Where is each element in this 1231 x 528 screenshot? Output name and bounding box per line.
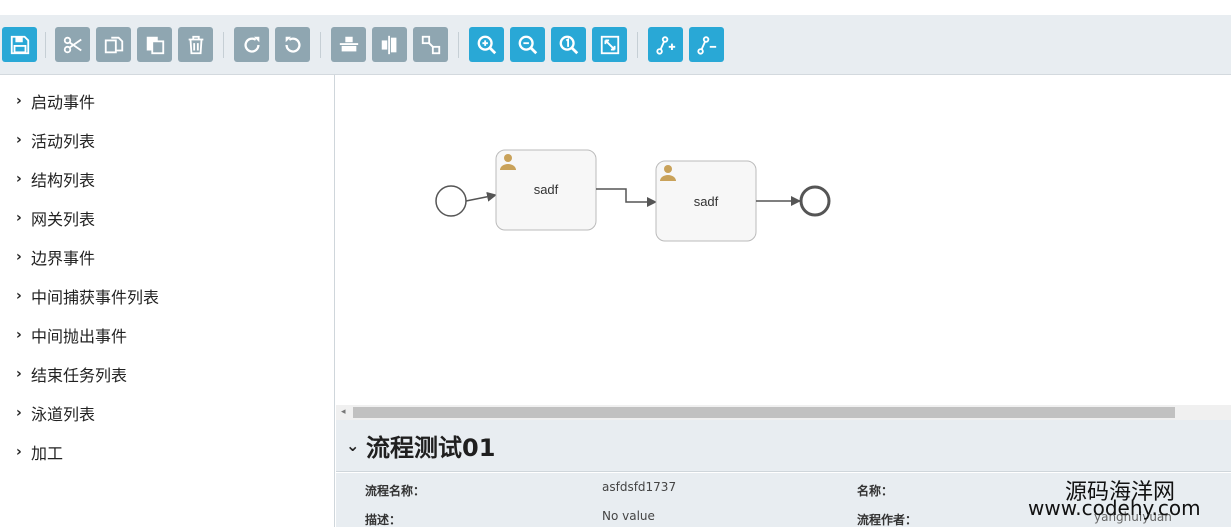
chevron-right-icon: ›	[16, 249, 22, 265]
toolbar-separator	[320, 32, 321, 58]
palette-processing[interactable]: › 加工	[16, 440, 63, 464]
chevron-right-icon: ›	[16, 93, 22, 109]
toolbar-separator	[458, 32, 459, 58]
zoom-out-icon	[518, 35, 537, 54]
palette-intermediate-throw-events[interactable]: › 中间抛出事件	[16, 323, 127, 347]
task-label: sadf	[694, 194, 719, 209]
palette-item-label: 中间抛出事件	[31, 327, 128, 346]
author-value[interactable]: yanghuiyuan	[1094, 510, 1172, 524]
remove-bendpoint-button[interactable]	[689, 27, 724, 62]
align-vertical-icon	[381, 35, 396, 54]
properties-panel: ⌄ 流程测试01 流程名称： asfdsfd1737 名称： 描述： No va…	[336, 420, 1231, 527]
sequence-flow[interactable]	[596, 188, 657, 207]
watermark-title: 源码海洋网	[1065, 480, 1176, 505]
redo-icon	[243, 36, 260, 53]
start-event[interactable]	[435, 185, 467, 217]
fit-icon	[600, 35, 619, 54]
description-label: 描述：	[365, 513, 402, 527]
zoom-fit-button[interactable]	[592, 27, 627, 62]
redo-button[interactable]	[234, 27, 269, 62]
name-label: 名称：	[857, 484, 894, 498]
palette-swimlanes[interactable]: › 泳道列表	[16, 401, 95, 425]
copy-button[interactable]	[96, 27, 131, 62]
chevron-right-icon: ›	[16, 288, 22, 304]
watermark-url: www.codehy.com	[1028, 496, 1201, 520]
user-task[interactable]: sadf	[495, 149, 597, 231]
toolbar-separator	[223, 32, 224, 58]
paste-icon	[146, 36, 164, 54]
chevron-down-icon: ⌄	[346, 436, 360, 455]
trash-icon	[188, 35, 203, 54]
properties-body: 流程名称： asfdsfd1737 名称： 描述： No value 流程作者：…	[336, 473, 1231, 527]
zoom-out-button[interactable]	[510, 27, 545, 62]
toolbar-separator	[637, 32, 638, 58]
palette-item-label: 结构列表	[31, 171, 96, 190]
scissors-icon	[63, 36, 82, 53]
palette-boundary-events[interactable]: › 边界事件	[16, 245, 95, 269]
horizontal-scrollbar[interactable]: ◂	[336, 405, 1231, 420]
palette-item-label: 中间捕获事件列表	[31, 288, 160, 307]
user-icon	[660, 165, 676, 181]
process-diagram: sadf sadf	[435, 149, 831, 242]
description-value[interactable]: No value	[602, 509, 655, 523]
sequence-flow[interactable]	[465, 191, 497, 202]
scrollbar-thumb[interactable]	[353, 407, 1175, 418]
copy-icon	[104, 36, 123, 53]
scroll-left-arrow-icon[interactable]: ◂	[341, 407, 346, 417]
user-task[interactable]: sadf	[655, 160, 757, 242]
save-button[interactable]	[2, 27, 37, 62]
end-event[interactable]	[799, 185, 831, 217]
resize-icon	[421, 35, 440, 54]
chevron-right-icon: ›	[16, 366, 22, 382]
toolbar-separator	[45, 32, 46, 58]
align-vertical-button[interactable]	[372, 27, 407, 62]
remove-bendpoint-icon	[696, 35, 716, 55]
task-label: sadf	[534, 182, 559, 197]
undo-icon	[284, 36, 301, 53]
palette-item-label: 边界事件	[31, 249, 96, 268]
same-size-button[interactable]	[413, 27, 448, 62]
save-icon	[10, 35, 29, 54]
chevron-right-icon: ›	[16, 132, 22, 148]
palette-end-events[interactable]: › 结束任务列表	[16, 362, 127, 386]
paste-button[interactable]	[137, 27, 172, 62]
palette-start-events[interactable]: › 启动事件	[16, 89, 95, 113]
toolbar	[0, 15, 1231, 75]
palette-structures[interactable]: › 结构列表	[16, 167, 95, 191]
align-horizontal-button[interactable]	[331, 27, 366, 62]
process-title: 流程测试01	[366, 434, 496, 462]
palette-gateways[interactable]: › 网关列表	[16, 206, 95, 230]
delete-button[interactable]	[178, 27, 213, 62]
zoom-actual-button[interactable]	[551, 27, 586, 62]
element-palette: ›启动事件 ›活动列表 ›结构列表 ›网关列表 ›边界事件 ›中间捕获事件列表 …	[0, 75, 335, 527]
top-strip	[0, 0, 1231, 15]
process-name-label: 流程名称：	[365, 484, 426, 498]
properties-header[interactable]: ⌄ 流程测试01	[336, 420, 1231, 472]
cut-button[interactable]	[55, 27, 90, 62]
palette-item-label: 启动事件	[31, 93, 96, 112]
add-bendpoint-button[interactable]	[648, 27, 683, 62]
palette-item-label: 网关列表	[31, 210, 96, 229]
align-horizontal-icon	[339, 36, 358, 51]
diagram-canvas[interactable]: sadf sadf	[336, 75, 1231, 405]
chevron-right-icon: ›	[16, 171, 22, 187]
undo-button[interactable]	[275, 27, 310, 62]
palette-intermediate-catch-events[interactable]: › 中间捕获事件列表	[16, 284, 159, 308]
zoom-in-icon	[477, 35, 496, 54]
palette-item-label: 结束任务列表	[31, 366, 128, 385]
chevron-right-icon: ›	[16, 210, 22, 226]
author-label: 流程作者：	[857, 513, 918, 527]
chevron-right-icon: ›	[16, 444, 22, 460]
palette-item-label: 加工	[31, 444, 64, 463]
palette-activities[interactable]: › 活动列表	[16, 128, 95, 152]
add-bendpoint-icon	[655, 35, 675, 55]
chevron-right-icon: ›	[16, 327, 22, 343]
palette-item-label: 活动列表	[31, 132, 96, 151]
chevron-right-icon: ›	[16, 405, 22, 421]
process-name-value[interactable]: asfdsfd1737	[602, 480, 677, 494]
user-icon	[500, 154, 516, 170]
zoom-in-button[interactable]	[469, 27, 504, 62]
palette-item-label: 泳道列表	[31, 405, 96, 424]
zoom-actual-icon	[559, 35, 578, 54]
